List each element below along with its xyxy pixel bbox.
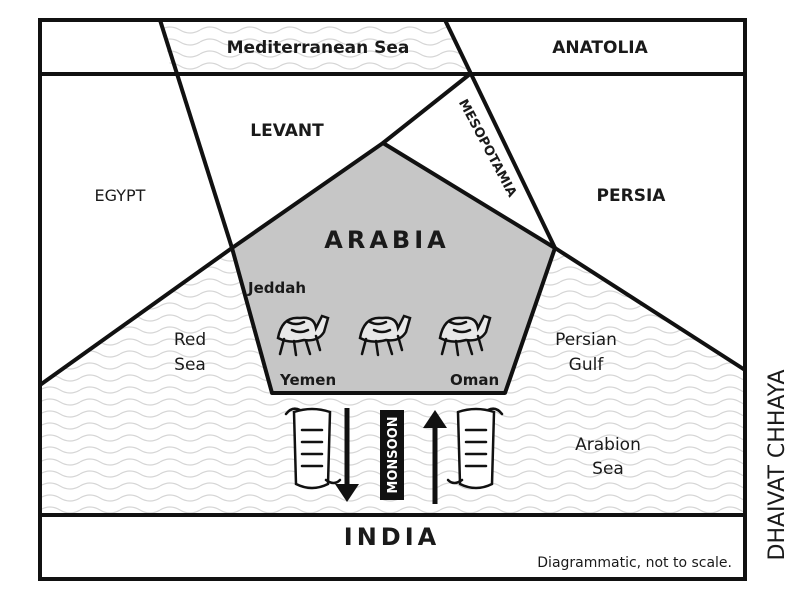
label-egypt: EGYPT bbox=[95, 186, 146, 205]
artist-credit: DHAIVAT CHHAYA bbox=[765, 369, 790, 560]
label-oman: Oman bbox=[450, 371, 499, 389]
label-india: INDIA bbox=[344, 523, 440, 551]
label-jeddah: Jeddah bbox=[247, 279, 306, 297]
diagram-frame bbox=[38, 18, 747, 581]
label-monsoon: MONSOON bbox=[386, 416, 401, 493]
label-arabian-sea-line1: Arabion bbox=[575, 435, 641, 455]
persian-gulf-area bbox=[505, 248, 745, 393]
label-mediterranean: Mediterranean Sea bbox=[227, 38, 410, 58]
ship-icon bbox=[446, 407, 504, 490]
label-persian-gulf-line2: Gulf bbox=[569, 355, 605, 375]
label-yemen: Yemen bbox=[279, 371, 336, 389]
scale-note: Diagrammatic, not to scale. bbox=[537, 555, 732, 571]
camel-icon bbox=[276, 314, 330, 357]
label-persia: PERSIA bbox=[597, 186, 667, 206]
red-sea-area bbox=[40, 248, 272, 393]
arrow-up-icon bbox=[423, 410, 447, 504]
label-arabia: ARABIA bbox=[324, 226, 449, 254]
label-arabian-sea-line2: Sea bbox=[592, 459, 624, 479]
monsoon-label-box bbox=[380, 410, 404, 500]
ship-icon bbox=[284, 407, 342, 490]
camel-icon bbox=[358, 314, 412, 357]
mediterranean-sea-area bbox=[160, 20, 470, 74]
label-anatolia: ANATOLIA bbox=[552, 38, 648, 58]
credit-text: DHAIVAT CHHAYA bbox=[765, 369, 790, 560]
arrow-down-icon bbox=[335, 408, 359, 502]
label-levant: LEVANT bbox=[250, 121, 324, 141]
label-mesopotamia: MESOPOTAMIA bbox=[455, 97, 519, 200]
label-red-sea-line2: Sea bbox=[174, 355, 206, 375]
camel-icon bbox=[438, 314, 492, 357]
label-persian-gulf-line1: Persian bbox=[555, 330, 617, 350]
region-boundaries bbox=[38, 19, 747, 517]
label-red-sea-line1: Red bbox=[174, 330, 206, 350]
